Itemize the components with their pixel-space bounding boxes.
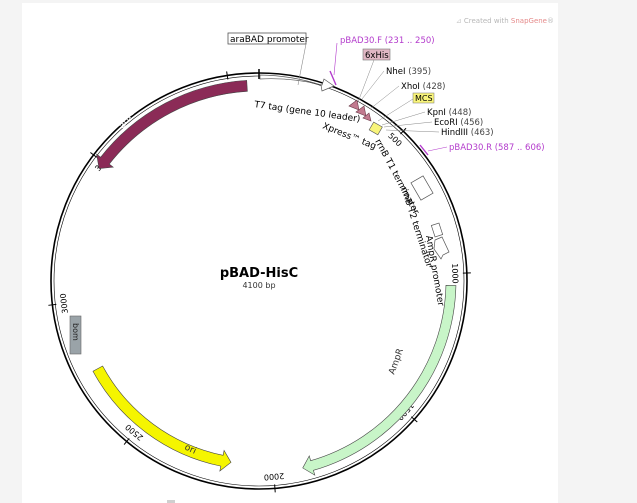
footer-scroll-hint (167, 500, 175, 503)
primer-reverse-label[interactable]: pBAD30.R (587 .. 606) (449, 143, 545, 153)
tick-mark (410, 416, 418, 423)
ampr-promoter-arrow[interactable] (433, 236, 450, 260)
plasmid-name: pBAD-HisC (220, 266, 298, 281)
site-ecori[interactable]: EcoRI (456) (434, 118, 483, 128)
plasmid-map-panel: ⊿ Created with SnapGene® 500100015002000… (22, 3, 558, 503)
rrnB-t1-block[interactable] (410, 175, 434, 201)
arac-arrow[interactable] (96, 80, 248, 169)
site-kpni-leader (381, 111, 426, 126)
bom-label: bom (71, 323, 80, 341)
ampr-arrow[interactable] (302, 284, 457, 476)
his6-leader (357, 59, 375, 103)
his6-label: 6xHis (365, 51, 389, 61)
mcs-block[interactable] (368, 121, 383, 136)
site-hindiii[interactable]: HindIII (463) (441, 128, 494, 138)
primer-reverse-mark (419, 144, 429, 156)
credit-prefix: Created with (463, 17, 511, 25)
tick-mark (90, 152, 98, 158)
mcs-label-box[interactable] (412, 92, 435, 104)
his6-label-box[interactable] (362, 48, 391, 61)
mcs-label: MCS (415, 94, 433, 103)
ori-label: ori (183, 443, 198, 457)
bom-block[interactable] (69, 315, 82, 355)
tick-label: 1000 (450, 263, 460, 284)
t7-tag-arrow[interactable] (259, 74, 335, 92)
site-kpni[interactable]: KpnI (448) (427, 108, 471, 118)
site-nhei[interactable]: NheI (395) (386, 67, 431, 77)
t7-tag-label: T7 tag (gene 10 leader) (253, 100, 361, 125)
primer-forward-leader (333, 42, 338, 76)
tick-mark (226, 71, 229, 80)
araBAD-promoter-label: araBAD promoter (230, 35, 309, 45)
his6-arrow-2 (362, 112, 372, 122)
tick-label: 3000 (59, 293, 70, 314)
tick-mark (400, 127, 407, 135)
snapgene-logo-icon: ⊿ (455, 17, 462, 25)
primer-forward-label[interactable]: pBAD30.F (231 .. 250) (340, 36, 435, 46)
araBAD-promoter-label-box[interactable] (227, 32, 307, 45)
primer-reverse-leader (427, 146, 448, 152)
site-ecori-leader (383, 121, 433, 128)
ori-arrow[interactable] (92, 365, 232, 472)
ampr-label: AmpR (387, 347, 406, 376)
primer-forward-mark (329, 70, 337, 86)
xpress-tag-label: Xpress™ tag (321, 122, 378, 153)
site-hindiii-leader (385, 129, 440, 133)
snapgene-credit: ⊿ Created with SnapGene® (456, 17, 554, 25)
xpress-tag-arrow[interactable] (348, 99, 360, 111)
tick-mark (48, 303, 57, 306)
feature-arcs (92, 80, 457, 476)
credit-brand[interactable]: SnapGene (510, 17, 547, 25)
tick-mark (274, 484, 276, 493)
site-xhoi[interactable]: XhoI (428) (401, 82, 445, 92)
mcs-leader (377, 98, 414, 122)
site-xhoi-leader (369, 85, 400, 110)
plasmid-map: 5001000150020002500300035004000 araBAD p… (48, 32, 545, 493)
tick-label: 2000 (264, 471, 285, 482)
plasmid-size: 4100 bp (242, 281, 275, 290)
araBAD-promoter-leader (297, 43, 307, 86)
rrnB-t2-block[interactable] (430, 222, 444, 238)
his6-arrow[interactable] (355, 105, 367, 117)
credit-suffix: ® (547, 17, 554, 25)
site-nhei-leader (361, 70, 385, 100)
tick-mark (123, 438, 130, 445)
